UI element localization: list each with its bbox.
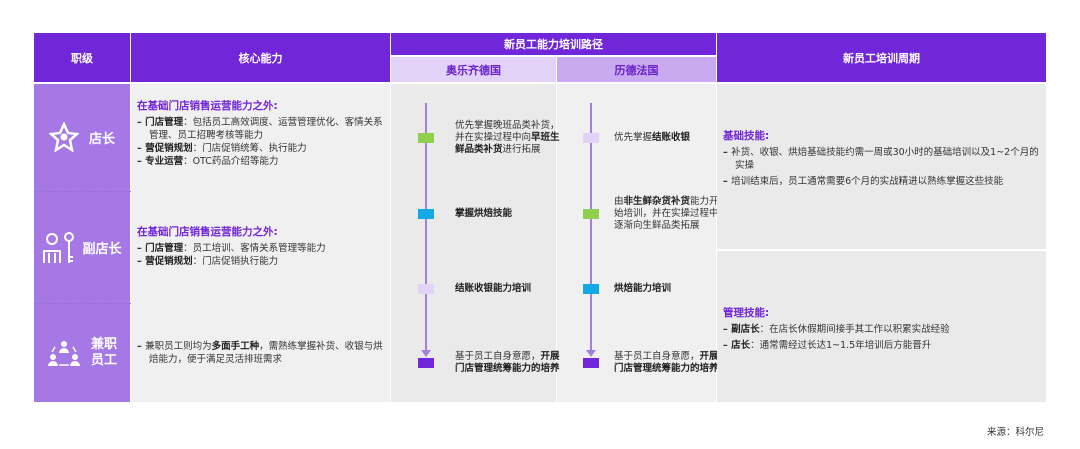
level-store-manager: 店长 [34, 84, 130, 190]
period-basic-title: 基础技能: [723, 130, 770, 142]
period-item: 店长：通常需经过长达1~1.5年培训后方能晋升 [723, 339, 1041, 352]
star-person-icon [48, 122, 79, 152]
source-note: 来源：科尔尼 [986, 427, 1044, 438]
level-label: 兼职员工 [91, 337, 118, 368]
header-period: 新员工培训周期 [717, 33, 1046, 82]
step-text: 掌握烘焙技能 [455, 208, 513, 219]
level-part-time: 兼职员工 [34, 304, 130, 402]
step-marker [418, 358, 434, 368]
core-item: 门店管理：员工培训、客情关系管理等能力 [137, 242, 389, 255]
step-text: 烘焙能力培训 [614, 283, 672, 294]
step-marker [418, 284, 434, 294]
header-path-b: 历德法国 [557, 57, 716, 82]
period-item: 副店长：在店长休假期间接手其工作以积累实战经验 [723, 323, 1041, 336]
period-mgmt: 管理技能: 副店长：在店长休假期间接手其工作以积累实战经验 店长：通常需经过长达… [723, 305, 1041, 352]
people-key-icon [43, 231, 75, 263]
step-text: 基于员工自身意愿，开展门店管理统筹能力的培养 [614, 351, 719, 374]
arrow-head-icon [586, 350, 596, 357]
header-path-a: 奥乐齐德国 [391, 57, 556, 82]
period-basic: 基础技能: 补货、收银、烘焙基础技能约需一周或30小时的基础培训以及1~2个月的… [723, 128, 1041, 188]
period-item: 培训结束后，员工通常需要6个月的实战精进以熟练掌握这些技能 [723, 175, 1041, 188]
level-label: 店长 [88, 131, 115, 147]
arrow-head-icon [421, 350, 431, 357]
step-text: 优先掌握晚班品类补货，并在实操过程中向早班生鲜品类补货进行拓展 [455, 120, 560, 155]
step-text: 结账收银能力培训 [455, 283, 532, 294]
period-item: 补货、收银、烘焙基础技能约需一周或30小时的基础培训以及1~2个月的实操 [723, 146, 1041, 172]
period-mgmt-title: 管理技能: [723, 307, 770, 319]
step-marker [583, 209, 599, 219]
step-marker [418, 209, 434, 219]
team-cycle-icon [48, 341, 80, 366]
core-item: 兼职员工则均为多面手工种，需熟练掌握补货、收银与烘焙能力，便于满足灵活排班需求 [137, 340, 389, 366]
level-deputy-manager: 副店长 [34, 192, 130, 303]
core-item: 门店管理：包括员工高效调度、运营管理优化、客情关系管理、员工招聘考核等能力 [137, 116, 389, 142]
core-item: 专业运营：OTC药品介绍等能力 [137, 155, 389, 168]
core-part-time: 兼职员工则均为多面手工种，需熟练掌握补货、收银与烘焙能力，便于满足灵活排班需求 [137, 340, 389, 366]
core-item: 营促销规划：门店促销统筹、执行能力 [137, 142, 389, 155]
header-path: 新员工能力培训路径 [391, 33, 716, 55]
core-title: 在基础门店销售运营能力之外: [137, 100, 278, 112]
core-store-manager: 在基础门店销售运营能力之外: 门店管理：包括员工高效调度、运营管理优化、客情关系… [137, 98, 389, 168]
header-level: 职级 [34, 33, 130, 82]
step-text: 由非生鲜杂货补货能力开始培训，并在实操过程中逐渐向生鲜品类拓展 [614, 196, 719, 231]
step-marker [583, 284, 599, 294]
core-deputy-manager: 在基础门店销售运营能力之外: 门店管理：员工培训、客情关系管理等能力 营促销规划… [137, 224, 389, 268]
core-title: 在基础门店销售运营能力之外: [137, 226, 278, 238]
core-item: 营促销规划：门店促销执行能力 [137, 255, 389, 268]
step-text: 基于员工自身意愿，开展门店管理统筹能力的培养 [455, 351, 560, 374]
step-marker [583, 358, 599, 368]
level-label: 副店长 [82, 242, 122, 257]
step-marker [583, 133, 599, 143]
timeline-arrow-b [590, 103, 592, 353]
step-marker [418, 133, 434, 143]
timeline-arrow-a [425, 103, 427, 353]
step-text: 优先掌握结账收银 [614, 132, 691, 143]
header-core: 核心能力 [131, 33, 390, 82]
